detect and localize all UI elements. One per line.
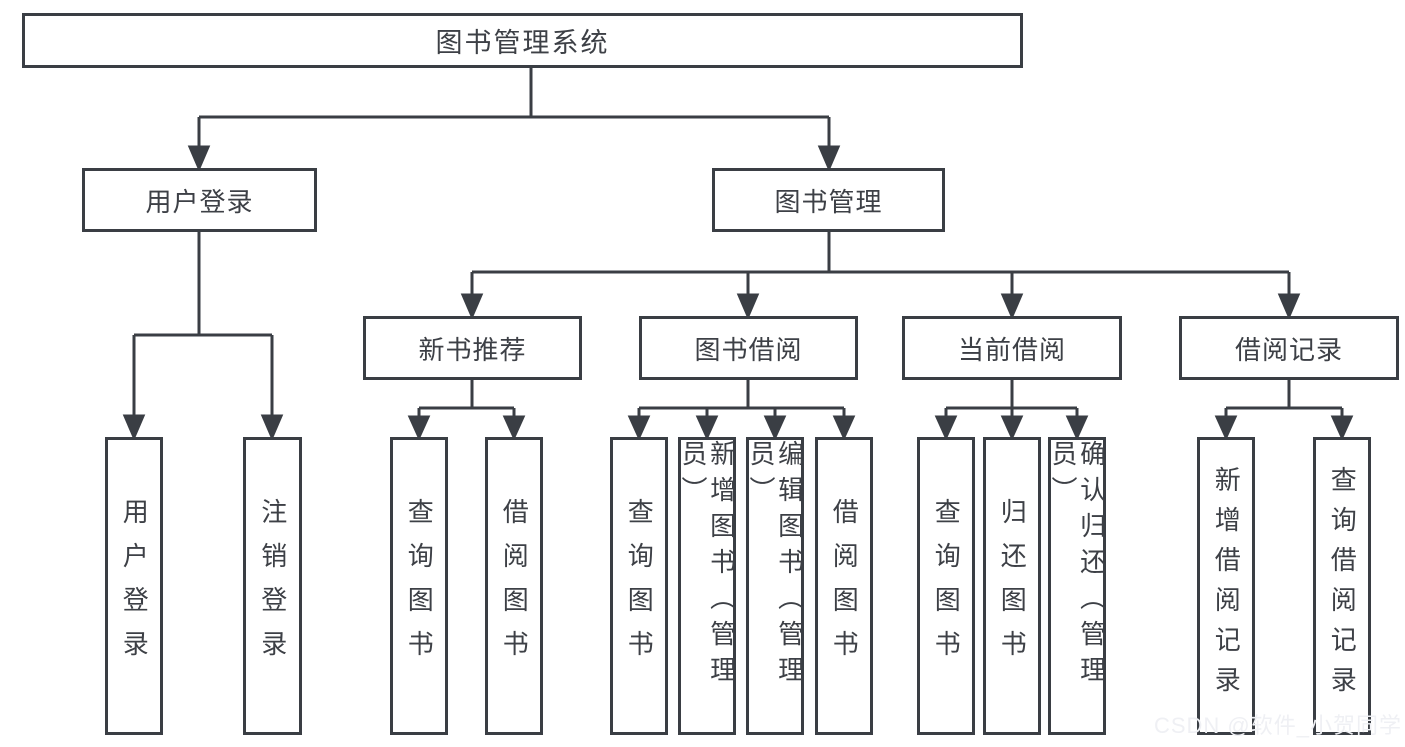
leaf-user-login-label: 用户登录 — [119, 498, 150, 674]
node-book-borrow-label: 图书借阅 — [694, 334, 803, 365]
leaf-br-query-record: 查询借阅记录 — [1313, 437, 1371, 735]
node-current-borrow: 当前借阅 — [902, 316, 1122, 380]
leaf-cb-return-book-label: 归还图书 — [997, 498, 1028, 674]
node-book-mgmt: 图书管理 — [712, 168, 945, 232]
edge-current-borrow-to-leaves — [934, 380, 1089, 441]
node-user-login: 用户登录 — [82, 168, 317, 232]
node-user-login-label: 用户登录 — [145, 186, 254, 217]
leaf-br-query-record-label: 查询借阅记录 — [1327, 466, 1358, 706]
node-new-book-rec: 新书推荐 — [363, 316, 582, 380]
leaf-user-login: 用户登录 — [105, 437, 163, 735]
leaf-cb-query-book: 查询图书 — [917, 437, 975, 735]
leaf-cb-query-book-label: 查询图书 — [931, 498, 962, 674]
leaf-logout: 注销登录 — [243, 437, 302, 735]
node-current-borrow-label: 当前借阅 — [957, 334, 1066, 365]
leaf-bb-query-book-label: 查询图书 — [624, 498, 655, 674]
leaf-cb-confirm-return: 确认归还（管理员） — [1048, 437, 1107, 735]
leaf-br-add-record-label: 新增借阅记录 — [1211, 466, 1242, 706]
leaf-nb-query-book-label: 查询图书 — [404, 498, 435, 674]
edge-book-mgmt-to-level3 — [460, 232, 1301, 320]
edge-new-book-rec-to-leaves — [407, 380, 526, 441]
leaf-bb-borrow-book-label: 借阅图书 — [829, 498, 860, 674]
leaf-br-add-record: 新增借阅记录 — [1197, 437, 1255, 735]
leaf-cb-confirm-return-label: 确认归还（管理员） — [1048, 440, 1107, 692]
node-root: 图书管理系统 — [22, 13, 1023, 68]
leaf-nb-query-book: 查询图书 — [390, 437, 448, 735]
leaf-logout-label: 注销登录 — [257, 498, 288, 674]
leaf-bb-edit-book: 编辑图书（管理员） — [746, 437, 805, 735]
node-borrow-records-label: 借阅记录 — [1234, 334, 1343, 365]
leaf-bb-add-book-label: 新增图书（管理员） — [678, 440, 737, 692]
node-borrow-records: 借阅记录 — [1179, 316, 1399, 380]
edge-root-to-level2 — [187, 68, 841, 172]
leaf-bb-borrow-book: 借阅图书 — [815, 437, 873, 735]
edge-user-login-to-leaves — [122, 232, 284, 441]
node-root-label: 图书管理系统 — [435, 28, 610, 58]
leaf-nb-borrow-book-label: 借阅图书 — [499, 498, 530, 674]
edge-book-borrow-to-leaves — [627, 380, 856, 441]
leaf-bb-query-book: 查询图书 — [610, 437, 668, 735]
leaf-bb-add-book: 新增图书（管理员） — [678, 437, 737, 735]
node-book-borrow: 图书借阅 — [639, 316, 858, 380]
leaf-cb-return-book: 归还图书 — [983, 437, 1041, 735]
watermark: CSDN @软件_小贺同学 — [1153, 713, 1402, 738]
node-book-mgmt-label: 图书管理 — [774, 186, 883, 217]
leaf-bb-edit-book-label: 编辑图书（管理员） — [746, 440, 805, 692]
node-new-book-rec-label: 新书推荐 — [418, 334, 527, 365]
edge-borrow-records-to-leaves — [1214, 380, 1354, 441]
leaf-nb-borrow-book: 借阅图书 — [485, 437, 543, 735]
